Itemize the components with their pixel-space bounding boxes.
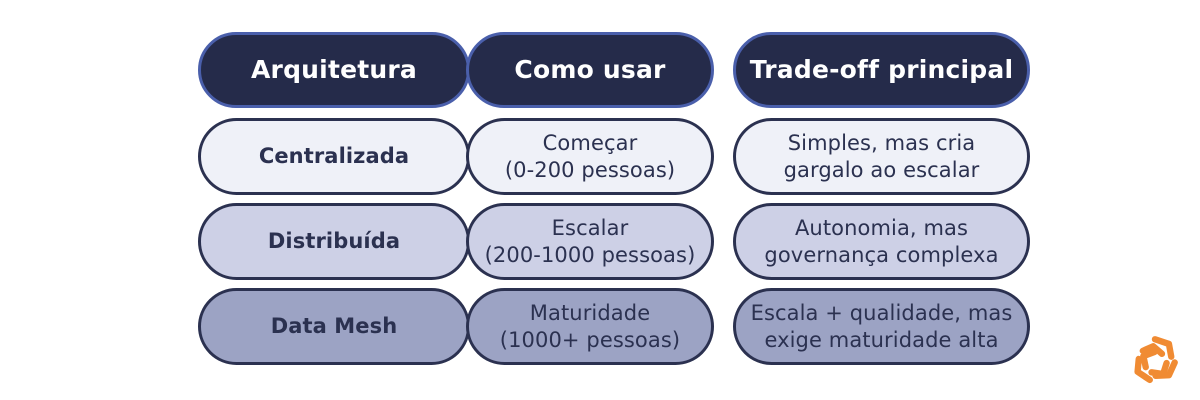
- table-header-cell-trade-off: Trade-off principal: [733, 32, 1030, 108]
- cell-como-usar-distribuida: Escalar (200-1000 pessoas): [484, 215, 696, 267]
- cell-trade-off-centralizada: Simples, mas cria gargalo ao escalar: [783, 130, 980, 182]
- table-cell: Começar (0-200 pessoas): [466, 118, 714, 195]
- table-row: Centralizada: [198, 118, 470, 195]
- table-row: Data Mesh: [198, 288, 470, 365]
- cell-arquitetura-distribuida: Distribuída: [267, 229, 401, 254]
- cell-como-usar-centralizada: Começar (0-200 pessoas): [504, 130, 676, 182]
- cell-arquitetura-centralizada: Centralizada: [258, 144, 410, 169]
- cell-trade-off-data-mesh: Escala + qualidade, mas exige maturidade…: [750, 300, 1013, 352]
- table-cell: Escala + qualidade, mas exige maturidade…: [733, 288, 1030, 365]
- header-label-arquitetura: Arquitetura: [251, 55, 417, 84]
- table-cell: Maturidade (1000+ pessoas): [466, 288, 714, 365]
- table-cell: Escalar (200-1000 pessoas): [466, 203, 714, 280]
- cell-arquitetura-data-mesh: Data Mesh: [270, 314, 398, 339]
- table-row: Distribuída: [198, 203, 470, 280]
- table-header-cell-arquitetura: Arquitetura: [198, 32, 470, 108]
- header-label-como-usar: Como usar: [514, 55, 666, 84]
- cell-trade-off-distribuida: Autonomia, mas governança complexa: [764, 215, 999, 267]
- header-label-trade-off: Trade-off principal: [749, 55, 1014, 84]
- table-cell: Simples, mas cria gargalo ao escalar: [733, 118, 1030, 195]
- table-cell: Autonomia, mas governança complexa: [733, 203, 1030, 280]
- cell-como-usar-data-mesh: Maturidade (1000+ pessoas): [499, 300, 681, 352]
- pinwheel-logo-icon: [1126, 330, 1184, 388]
- table-header-cell-como-usar: Como usar: [466, 32, 714, 108]
